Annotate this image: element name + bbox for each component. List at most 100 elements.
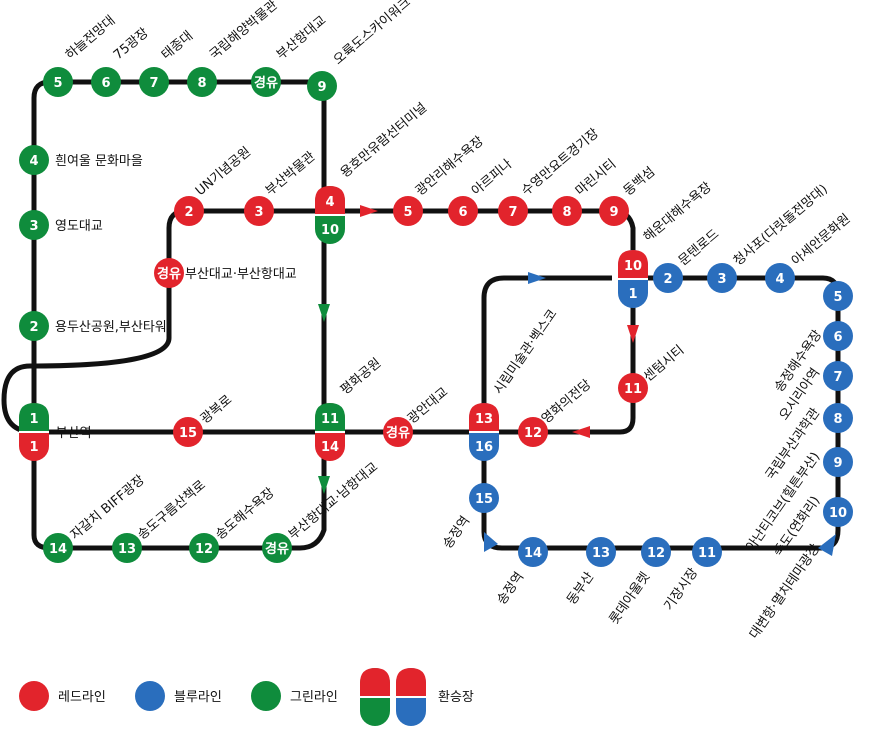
station-name: 용두산공원,부산타워 (55, 320, 167, 335)
station-name: 센텀시티 (641, 343, 687, 385)
station-number: 2 (663, 272, 672, 287)
station-name: 송정역 (494, 570, 527, 608)
station-marker (19, 145, 49, 175)
station-marker (139, 67, 169, 97)
station-number: 13 (118, 542, 136, 557)
station-number: 3 (717, 272, 726, 287)
legend-red-label: 레드라인 (58, 690, 106, 705)
station-number: 2 (29, 320, 38, 335)
station-name: 광복로 (198, 392, 235, 427)
station-marker (823, 403, 853, 433)
green_line-station-9: 2 용두산공원,부산타워 (19, 311, 167, 341)
station-number: 경유 (157, 266, 181, 282)
transfer-name: •부산역 (48, 426, 92, 441)
station-name: 동백섬 (621, 165, 658, 200)
station-name: 오륙도스카이워크 (331, 0, 414, 68)
station-marker (469, 483, 499, 513)
station-number: 7 (508, 205, 517, 220)
station-marker (823, 361, 853, 391)
arrow-red-right (360, 205, 378, 217)
route-tracks (1, 79, 841, 551)
station-marker (244, 196, 274, 226)
station-marker (174, 196, 204, 226)
station-number: 5 (403, 205, 412, 220)
station-name: 75광장 (111, 26, 152, 64)
station-marker (307, 71, 337, 101)
station-name: 태종대 (159, 29, 196, 64)
station-name: 송도구름산책로 (135, 478, 209, 543)
station-marker (251, 67, 281, 97)
transfer-name: 평화공원 (338, 356, 384, 398)
legend-blue-label: 블루라인 (174, 690, 222, 705)
transfer-bottom-number: 1 (29, 440, 38, 455)
station-name: UN기념공원 (193, 144, 254, 199)
station-name: 롯데아울렛 (607, 570, 654, 628)
red-line-track (1, 282, 636, 435)
station-number: 14 (49, 542, 67, 557)
transfer-station-1: 11•부산역 (19, 403, 92, 461)
station-name: 흰여울 문화마을 (55, 154, 143, 169)
station-name: 아르피나 (469, 157, 515, 199)
station-name: 영화의전당 (539, 377, 594, 427)
station-marker (262, 533, 292, 563)
station-number: 11 (624, 382, 642, 397)
arrow-blue-right (528, 272, 546, 284)
station-number: 8 (197, 76, 206, 91)
station-number: 6 (833, 330, 842, 345)
station-name: 광안대교 (405, 385, 451, 427)
station-marker (599, 196, 629, 226)
station-number: 7 (149, 76, 158, 91)
arrow-blue-up (484, 532, 498, 552)
station-name: 국립해양박물관 (207, 0, 281, 63)
station-marker (43, 67, 73, 97)
station-number: 12 (195, 542, 213, 557)
station-number: 9 (609, 205, 618, 220)
arrow-blue-down (818, 534, 836, 556)
station-marker (91, 67, 121, 97)
station-marker (823, 281, 853, 311)
station-marker (187, 67, 217, 97)
station-name: 문텐로드 (676, 227, 722, 269)
station-number: 6 (101, 76, 110, 91)
station-name: 부산항대교 (274, 13, 329, 63)
green-line-lower-track (31, 432, 327, 551)
arrow-green-down (318, 304, 330, 322)
transfer-bottom-number: 16 (475, 440, 493, 455)
legend-transfer-label: 환승장 (438, 690, 474, 705)
green-line-track (31, 79, 327, 432)
station-number: 3 (254, 205, 263, 220)
station-number: 14 (524, 546, 542, 561)
station-number: 5 (53, 76, 62, 91)
station-number: 경유 (386, 425, 410, 441)
transfer-top-number: 4 (325, 195, 334, 210)
station-number: 2 (184, 205, 193, 220)
station-marker (448, 196, 478, 226)
station-marker (552, 196, 582, 226)
station-number: 5 (833, 290, 842, 305)
station-name: 영도대교 (55, 219, 103, 234)
station-marker (823, 321, 853, 351)
station-number: 11 (698, 546, 716, 561)
arrow-red-down (627, 325, 639, 343)
station-number: 9 (317, 80, 326, 95)
legend-transfer-red-blue (396, 668, 426, 726)
station-name: 송정역 (440, 514, 473, 552)
station-name: 기장시장 (662, 566, 702, 614)
station-number: 10 (829, 506, 847, 521)
legend-green-label: 그린라인 (290, 690, 338, 705)
station-marker (112, 533, 142, 563)
station-number: 15 (475, 492, 493, 507)
station-marker (765, 263, 795, 293)
legend: 레드라인 블루라인 그린라인 환승장 (19, 668, 474, 726)
station-marker (19, 210, 49, 240)
legend-red-dot (19, 681, 49, 711)
station-marker (823, 447, 853, 477)
